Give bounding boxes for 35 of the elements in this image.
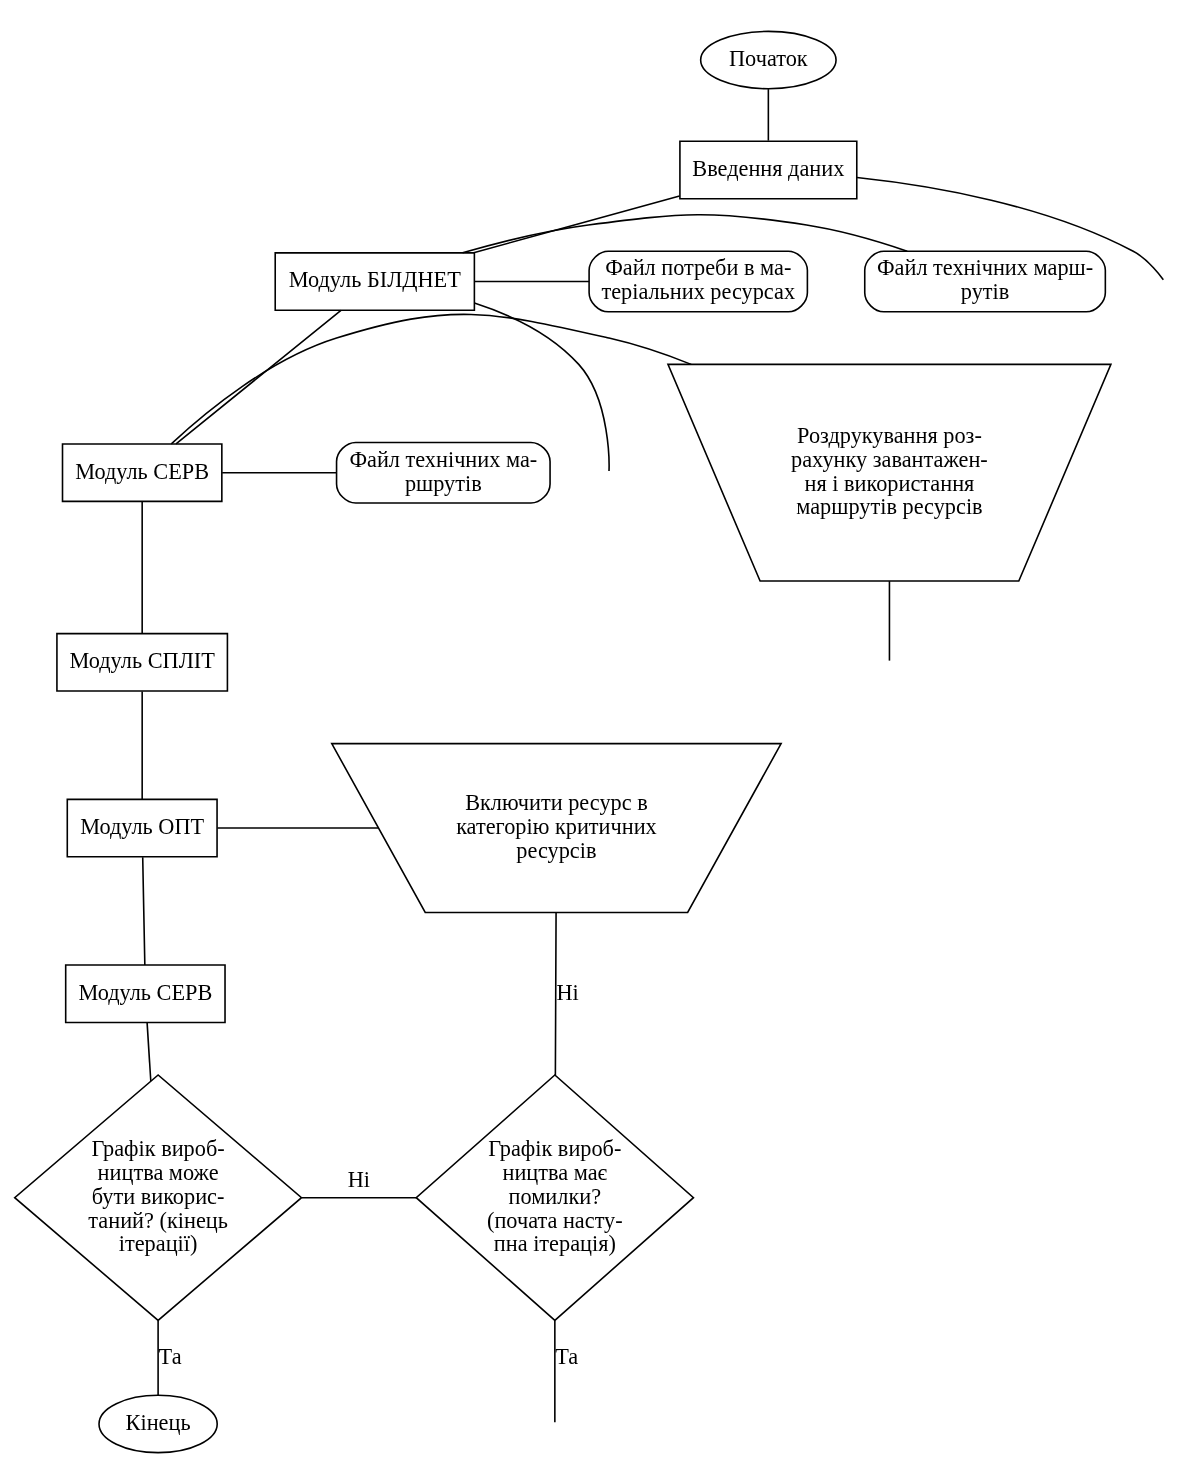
node-box: Модуль БІЛДНЕТ <box>274 252 476 311</box>
connector <box>473 302 610 472</box>
connector <box>146 1022 152 1082</box>
connector <box>461 213 909 254</box>
connector <box>888 580 891 662</box>
connector <box>301 1196 417 1199</box>
edge-label: Та <box>158 1343 182 1369</box>
connector <box>554 1319 556 1423</box>
node-box: Модуль СЕРВ <box>64 964 226 1024</box>
connector <box>767 88 770 142</box>
connector <box>157 1319 159 1396</box>
node-box: Модуль СЕРВ <box>61 443 223 503</box>
connector <box>141 500 143 635</box>
connector <box>141 690 143 801</box>
connector <box>141 856 146 966</box>
connector <box>473 280 590 283</box>
node-box: Файл технічних марш- рутів <box>863 250 1107 313</box>
connector <box>170 313 692 445</box>
connector <box>175 309 342 445</box>
node-box: Модуль СПЛІТ <box>56 632 229 692</box>
node-diamond: Графік вироб- ництва може бути викорис- таний? (кінець ітерації) <box>13 1073 303 1322</box>
node-diamond: Графік вироб- ництва має помилки? (почата насту- пна ітерація) <box>415 1073 695 1322</box>
edge-label: Ні <box>347 1166 371 1192</box>
connector <box>472 195 681 254</box>
edge-label: Ні <box>556 979 579 1005</box>
node-box: Файл технічних ма- ршрутів <box>335 441 551 504</box>
connector <box>856 176 1165 281</box>
node-ellipse: Початок <box>699 30 837 90</box>
connector <box>221 471 337 474</box>
connector <box>554 912 557 1076</box>
node-box: Введення даних <box>679 140 858 200</box>
node-ellipse: Кінець <box>98 1394 218 1454</box>
node-box: Модуль ОПТ <box>66 798 218 858</box>
connector <box>216 827 380 829</box>
node-box: Файл потреби в ма- теріальних ресурсах <box>588 250 809 313</box>
